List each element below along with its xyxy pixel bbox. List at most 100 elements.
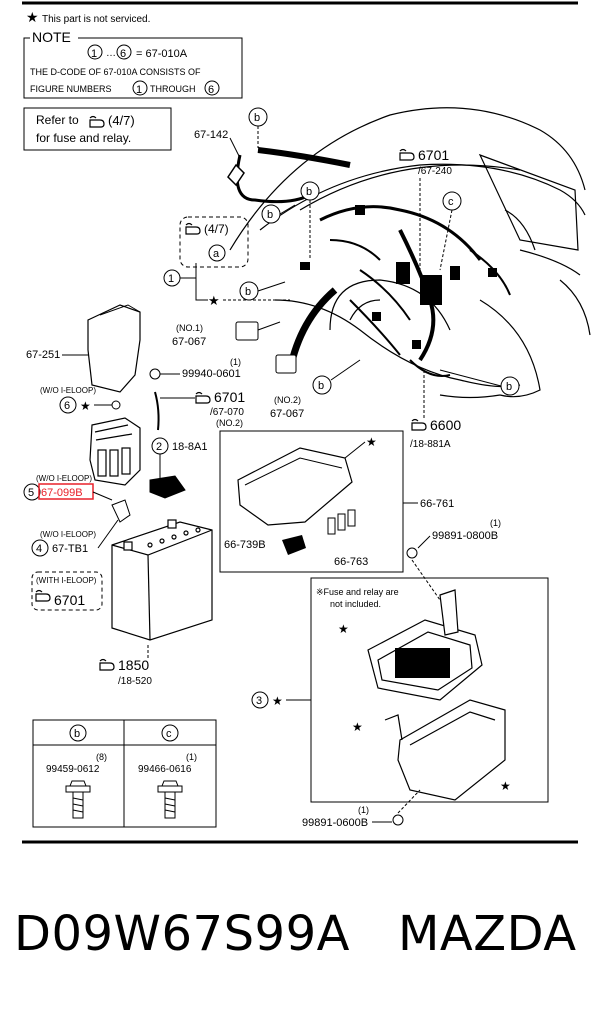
fusebox-panel: [310, 577, 549, 803]
callout-5: [23, 483, 41, 501]
caption-bar: D09W67S99A MAZDA: [0, 905, 600, 975]
note-box: [23, 37, 243, 99]
svg-text:3: 3: [256, 695, 262, 707]
bolt-pn-b: 99459-0612: [46, 764, 100, 775]
svg-text:(NO.1): (NO.1): [176, 323, 203, 333]
bolts-table: b c (8) 99459-0612 (1) 99466-0616: [32, 719, 217, 828]
part-99891-0800b: 99891-0800B: [432, 530, 498, 542]
note-title: NOTE: [32, 29, 71, 45]
harness-connectors: [300, 205, 497, 349]
part-66-763: 66-763: [334, 556, 368, 568]
svg-text:6: 6: [120, 48, 126, 60]
callout-4: [31, 539, 49, 557]
callout-b-4: b: [239, 281, 286, 301]
svg-text:b: b: [318, 380, 324, 392]
svg-text:6: 6: [208, 84, 214, 96]
svg-text:(W/O I-ELOOP): (W/O I-ELOOP): [36, 474, 92, 483]
svg-text:c: c: [448, 196, 454, 208]
cover-panel: [219, 430, 404, 573]
svg-text:b: b: [306, 186, 312, 198]
battery: [111, 519, 213, 641]
brand-name: MAZDA: [398, 906, 577, 962]
svg-text:b: b: [74, 728, 80, 740]
vehicle-outline: [229, 107, 591, 399]
callout-b-2: b: [300, 181, 320, 260]
svg-text:a: a: [213, 248, 220, 260]
part-66-739b: 66-739B: [224, 539, 266, 551]
svg-text:★: ★: [500, 779, 511, 793]
note-line2a: FIGURE NUMBERS: [30, 84, 112, 94]
ref-1850: 1850: [118, 657, 149, 673]
callout-b-3: b: [261, 204, 296, 224]
svg-text:(W/O I-ELOOP): (W/O I-ELOOP): [40, 386, 96, 395]
callout-b-5: b: [312, 359, 361, 395]
refer-line1: Refer to: [36, 113, 79, 127]
svg-text:/18-520: /18-520: [118, 676, 152, 687]
svg-text:(1): (1): [358, 805, 369, 815]
svg-text:not included.: not included.: [330, 599, 381, 609]
svg-text:★: ★: [272, 694, 283, 708]
bolt-b-icon: [65, 780, 91, 819]
ref-6701-low: 6701: [54, 592, 85, 608]
svg-text:6: 6: [64, 400, 70, 412]
part-67-099b: 67-099B: [41, 487, 83, 499]
ref-6600: 6600: [430, 417, 461, 433]
svg-text:b: b: [245, 286, 251, 298]
part-67-067-a: 67-067: [172, 336, 206, 348]
part-99891-0600b: 99891-0600B: [302, 817, 368, 829]
part-67-tb1: 67-TB1: [52, 543, 88, 555]
fusebox-lower-case: [384, 699, 506, 801]
callout-6: [59, 396, 77, 414]
svg-text:2: 2: [156, 441, 162, 453]
svg-text:(NO.2): (NO.2): [274, 395, 301, 405]
svg-text:1: 1: [136, 84, 142, 96]
part-67-142: 67-142: [194, 129, 228, 141]
svg-text:b: b: [506, 381, 512, 393]
part-66-761: 66-761: [420, 498, 454, 510]
current-sensor: [149, 475, 186, 499]
svg-text:/18-881A: /18-881A: [410, 439, 451, 450]
callout-3: [251, 691, 269, 709]
ref-67-240: /67-240: [418, 166, 452, 177]
svg-text:(NO.2): (NO.2): [216, 418, 243, 428]
refer-line2: for fuse and relay.: [36, 131, 131, 145]
svg-text:…: …: [106, 48, 116, 59]
part-18-8a1: 18-8A1: [172, 441, 207, 453]
part-99940-0601: 99940-0601: [182, 368, 241, 380]
callout-b-6: b: [439, 369, 520, 396]
main-fuse-block: [89, 417, 141, 486]
note-equals: = 67-010A: [136, 48, 188, 60]
svg-text:※Fuse and relay are: ※Fuse and relay are: [316, 587, 399, 597]
part-67-067-b: 67-067: [270, 408, 304, 420]
ref-6701-top: 6701: [418, 147, 449, 163]
refer-box: [23, 107, 172, 151]
svg-text:(W/O I-ELOOP): (W/O I-ELOOP): [40, 530, 96, 539]
ref-6701-mid: 6701: [214, 389, 245, 405]
svg-text:(1): (1): [230, 357, 241, 367]
svg-text:(1): (1): [186, 752, 197, 762]
svg-text:★: ★: [366, 435, 377, 449]
svg-text:1: 1: [168, 273, 174, 285]
highlight-67-099b: [38, 483, 94, 500]
with-iloop-box: [31, 571, 103, 611]
svg-text:(8): (8): [96, 752, 107, 762]
svg-text:★: ★: [208, 293, 220, 308]
callout-c: c: [439, 191, 462, 271]
wiring-harness: [227, 147, 511, 377]
svg-text:★: ★: [80, 399, 91, 413]
svg-text:5: 5: [28, 487, 34, 499]
part-67-251: 67-251: [26, 349, 60, 361]
diagram-code: D09W67S99A: [14, 906, 350, 962]
svg-text:★: ★: [338, 622, 349, 636]
not-serviced-text: This part is not serviced.: [42, 14, 150, 25]
fuse-relay-box: [367, 589, 483, 701]
battery-cover: [87, 304, 141, 393]
svg-text:/67-070: /67-070: [210, 407, 244, 418]
fusebox-cover: [237, 447, 353, 526]
svg-text:(1): (1): [490, 518, 501, 528]
star-icon: ★: [26, 9, 39, 25]
svg-text:★: ★: [352, 720, 363, 734]
svg-text:c: c: [166, 728, 172, 740]
note-line2b: THROUGH: [150, 84, 196, 94]
